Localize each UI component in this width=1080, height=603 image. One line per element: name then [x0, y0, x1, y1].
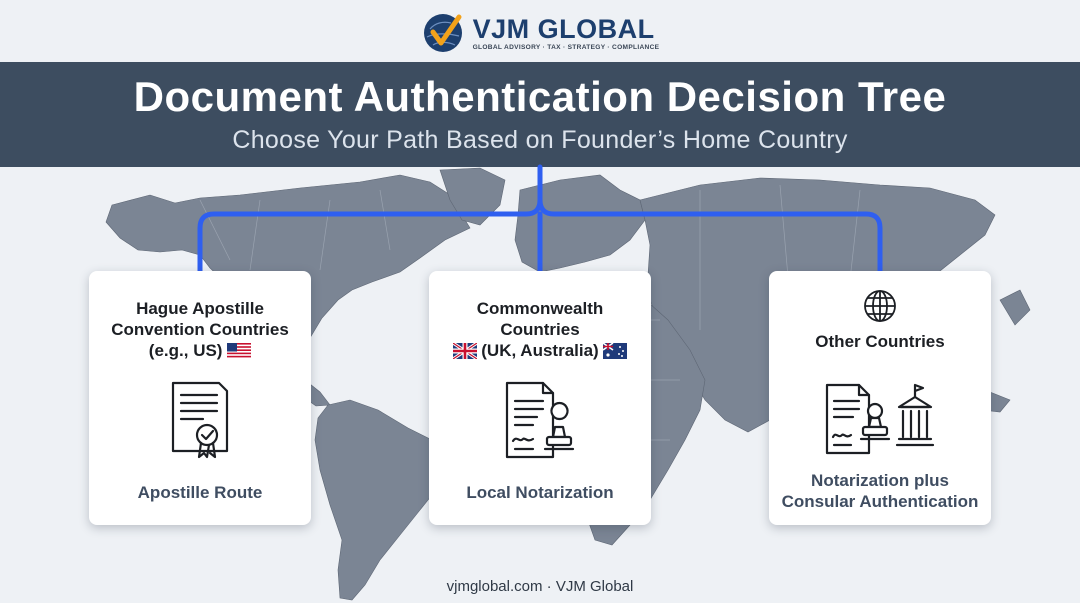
page-subtitle: Choose Your Path Based on Founder’s Home… [232, 126, 848, 154]
connector-trunk [197, 164, 543, 274]
card-title-text: (UK, Australia) [481, 341, 599, 360]
card-title-line: Other Countries [815, 332, 945, 351]
notarized-document-stamp-icon [505, 381, 575, 459]
card-hague-apostille: Hague Apostille Convention Countries (e.… [89, 271, 311, 525]
us-flag-icon [227, 343, 252, 359]
card-title-line-with-flags: (UK, Australia) [429, 340, 651, 361]
title-banner: Document Authentication Decision Tree Ch… [0, 62, 1080, 167]
card-title-line: Hague Apostille [136, 299, 264, 318]
globe-icon [864, 290, 896, 322]
apostille-certificate-icon [171, 381, 229, 459]
card-outcome-label-line: Notarization plus [811, 471, 949, 490]
footer-credit: vjmglobal.com · VJM Global [446, 578, 634, 595]
card-outcome-label-line: Consular Authentication [781, 492, 979, 511]
connector-right-branch [537, 197, 883, 274]
brand-header: VJM GLOBAL GLOBAL ADVISORY · TAX · STRAT… [0, 8, 1080, 58]
card-title-line: Convention Countries [111, 320, 289, 339]
card-commonwealth: Commonwealth Countries (UK, Australia) [429, 271, 651, 525]
card-title-line: Commonwealth [476, 299, 604, 318]
document-stamp-and-government-building-icon [825, 383, 935, 455]
brand-tagline: GLOBAL ADVISORY · TAX · STRATEGY · COMPL… [472, 44, 660, 51]
australia-flag-icon [603, 343, 628, 359]
card-title-line-with-flag: (e.g., US) [89, 340, 311, 361]
vjm-globe-check-logo-icon [423, 14, 462, 52]
card-title-line: Countries [500, 320, 580, 339]
uk-flag-icon [452, 343, 477, 359]
card-title-text: (e.g., US) [148, 341, 223, 360]
page-title: Document Authentication Decision Tree [133, 73, 947, 120]
card-outcome-label: Apostille Route [137, 483, 263, 502]
card-other-countries: Other Countries Notarization plus Consul… [769, 271, 991, 525]
europe-landmass [514, 174, 646, 273]
south-america-landmass [314, 399, 451, 601]
brand-name: VJM GLOBAL [472, 14, 655, 44]
card-outcome-label: Local Notarization [466, 483, 614, 502]
